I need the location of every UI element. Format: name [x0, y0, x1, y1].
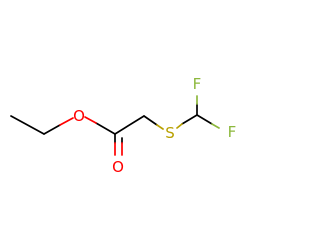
bond-s-cf2: [181, 114, 198, 125]
bond-s-half-right: [176, 123, 183, 129]
molecule-structure: O O S F F: [10, 75, 237, 176]
bond-s-half-left: [156, 124, 164, 130]
bond-ch2-s: [143, 115, 158, 126]
atom-sulfur: S: [165, 124, 175, 142]
bond-o-half-right: [84, 116, 97, 124]
bond-c-ch2: [114, 115, 145, 135]
bond-ester-o-c: [95, 122, 116, 135]
bond-o-half-left: [59, 117, 74, 126]
bond-f-right-half: [211, 123, 220, 129]
bond-ethyl-ch2-o: [43, 124, 61, 135]
bond-ethyl-ch3-ch2: [10, 115, 45, 135]
atom-fluorine-top: F: [193, 75, 202, 93]
atom-oxygen-carbonyl: O: [112, 158, 124, 176]
atom-oxygen-ester: O: [73, 107, 85, 125]
bond-cf2-f-right: [196, 114, 213, 125]
atom-fluorine-right: F: [228, 123, 237, 141]
